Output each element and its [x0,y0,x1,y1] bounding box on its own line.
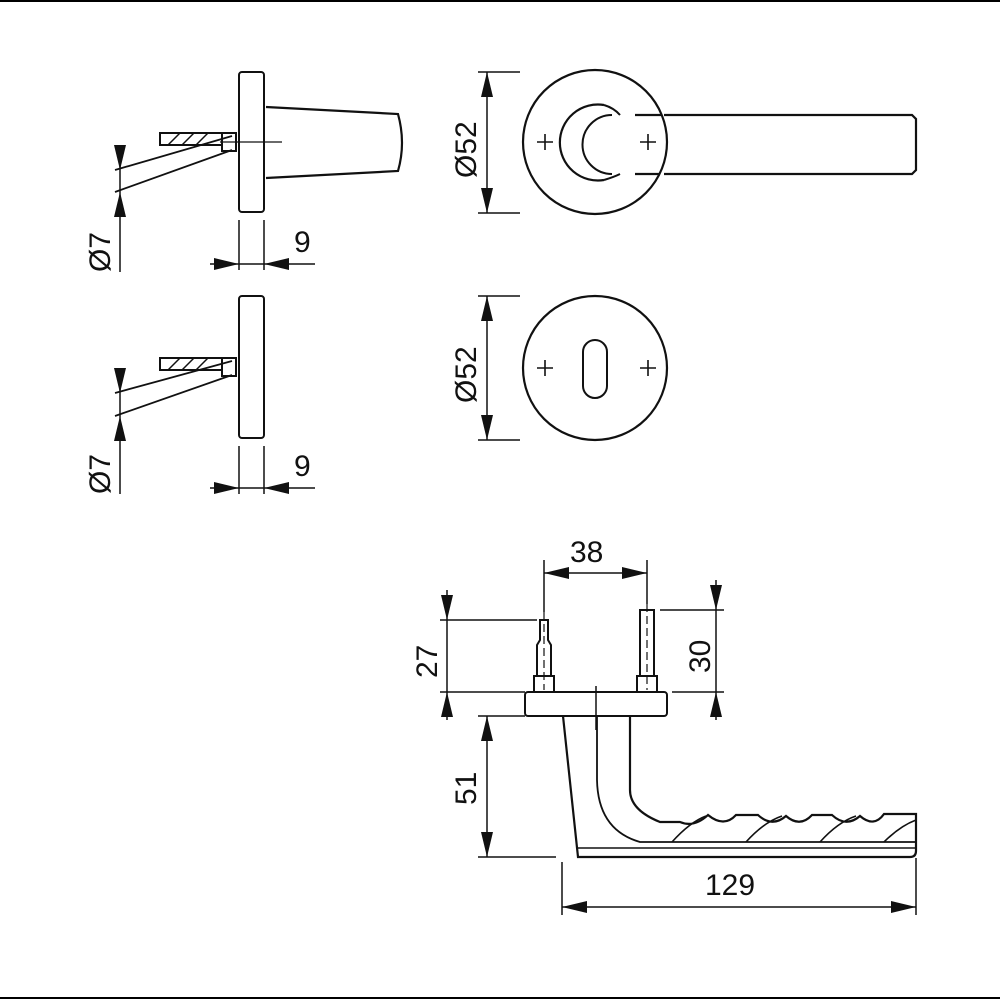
front-view-rose: Ø52 [450,68,918,216]
dim-arrow [562,901,587,913]
screw-axis-line-upper [114,360,233,394]
screw-mark [640,360,656,376]
dim-arrow [481,415,493,440]
dim-arrow [481,72,493,97]
lever-inner-contour [596,716,916,843]
front-view-escutcheon: Ø52 [450,294,669,442]
escutcheon-plate [238,295,265,439]
dim-arrow [114,368,126,393]
screw-thread [167,357,181,371]
dim-arrow [710,692,722,717]
dim-arrow [891,901,916,913]
fixing-spacing-label: 38 [570,536,603,569]
screw-axis-line-lower [114,149,233,193]
screw-thread [181,357,195,371]
side-view-escutcheon: Ø7 9 [84,295,315,494]
rose-screw-diameter-label: Ø7 [84,232,117,272]
screw-thread [181,132,195,146]
screw-thread [195,132,209,146]
dim-arrow [481,188,493,213]
dim-arrow [441,692,453,717]
screw-mark [537,360,553,376]
screw-axis-line-lower [114,374,233,417]
rose-thickness-label: 9 [294,226,311,259]
screw-head [221,357,237,377]
lever-neck-inner [581,114,613,175]
dim-arrow [264,482,289,494]
rose-diameter-label: Ø52 [450,121,483,178]
lever-bar-outside [664,113,918,176]
lever-neck-join [603,104,621,181]
escutcheon-screw-diameter-label: Ø7 [84,454,117,494]
screw-mark [640,134,656,150]
dim-arrow [264,258,289,270]
handle-side-view: 38 27 30 51 129 [411,536,918,915]
dim-arrow [481,716,493,741]
dim-arrow [441,595,453,620]
rose-outline [521,68,669,216]
lever-neck [265,105,404,180]
screw-thread [167,132,181,146]
screw-thread [195,357,209,371]
escutcheon-thickness-label: 9 [294,450,311,483]
dim-arrow [214,482,239,494]
dim-arrow [481,296,493,321]
dim-arrow [114,145,126,170]
right-spindle-label: 30 [684,640,717,673]
dim-arrow [214,258,239,270]
length-label: 129 [705,869,755,902]
dim-arrow [114,192,126,217]
left-spindle-label: 27 [411,645,444,678]
grip-groove [671,815,707,843]
escutcheon-diameter-label: Ø52 [450,346,483,403]
screw-mark [537,134,553,150]
screw-axis-line-upper [114,135,233,171]
lever-body [561,715,918,859]
projection-label: 51 [450,772,483,805]
side-view-rose: Ø7 9 [84,71,404,272]
dim-arrow [544,567,569,579]
keyhole [582,339,608,399]
dim-arrow [622,567,647,579]
lever-bar [635,113,667,176]
grip-groove [819,815,857,843]
dim-arrow [481,832,493,857]
grip-groove [883,819,917,843]
lever-neck-ring [558,103,605,182]
dim-arrow [114,416,126,441]
grip-groove [745,815,783,843]
dim-arrow [710,585,722,610]
escutcheon-outline [521,294,669,442]
